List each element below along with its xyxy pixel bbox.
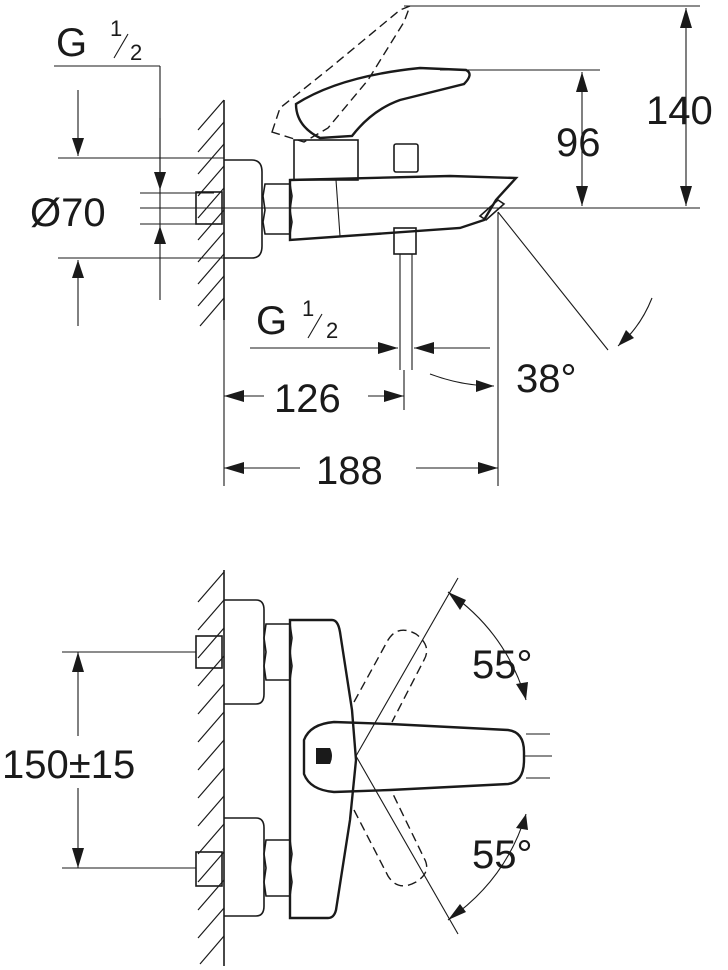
thread-top-den: 2 — [130, 40, 142, 65]
thread-bottom-num: 1 — [302, 296, 314, 321]
centres-label: 150±15 — [2, 743, 135, 787]
height-spout-label: 96 — [556, 121, 601, 165]
wall-hatching-top — [197, 570, 225, 966]
angle-spout-label: 38° — [516, 357, 577, 401]
angle-down-label: 55° — [472, 833, 533, 877]
lever-side — [294, 66, 471, 140]
wall-flange-top-lower — [224, 817, 265, 917]
diameter-label: Ø70 — [30, 191, 106, 235]
height-total-label: 140 — [646, 89, 713, 133]
wall-hatching-side — [197, 99, 225, 327]
thread-top-num: 1 — [110, 16, 122, 41]
side-view: G 1 2 Ø70 140 96 G 1 2 126 — [30, 4, 713, 493]
outlet-connector — [393, 227, 417, 255]
mixer-body-top — [288, 618, 358, 920]
hot-cold-indicator — [316, 748, 332, 764]
union-nut-side — [262, 183, 293, 235]
nut-top-upper — [263, 623, 293, 681]
top-view: 150±15 55° 55° — [2, 570, 552, 966]
lever-top-alt-lower — [353, 791, 428, 887]
pipe-stub-top-lower — [195, 851, 223, 887]
lever-side-alt — [271, 4, 412, 143]
wall-flange-side — [224, 159, 263, 259]
nut-top-lower — [263, 839, 293, 897]
thread-bottom-prefix: G — [256, 299, 287, 343]
lever-top-alt-upper — [353, 629, 428, 723]
angle-up-label: 55° — [472, 643, 533, 687]
mixer-body-side — [288, 174, 519, 242]
diverter-knob — [393, 143, 419, 173]
aerator-side — [478, 198, 506, 222]
depth-total-label: 188 — [316, 449, 383, 493]
thread-bottom-den: 2 — [326, 318, 338, 343]
depth-outlet-label: 126 — [274, 377, 341, 421]
wall-flange-top-upper — [224, 599, 265, 705]
thread-top-prefix: G — [56, 21, 87, 65]
lever-base-side — [293, 139, 359, 181]
lever-top — [302, 720, 526, 794]
